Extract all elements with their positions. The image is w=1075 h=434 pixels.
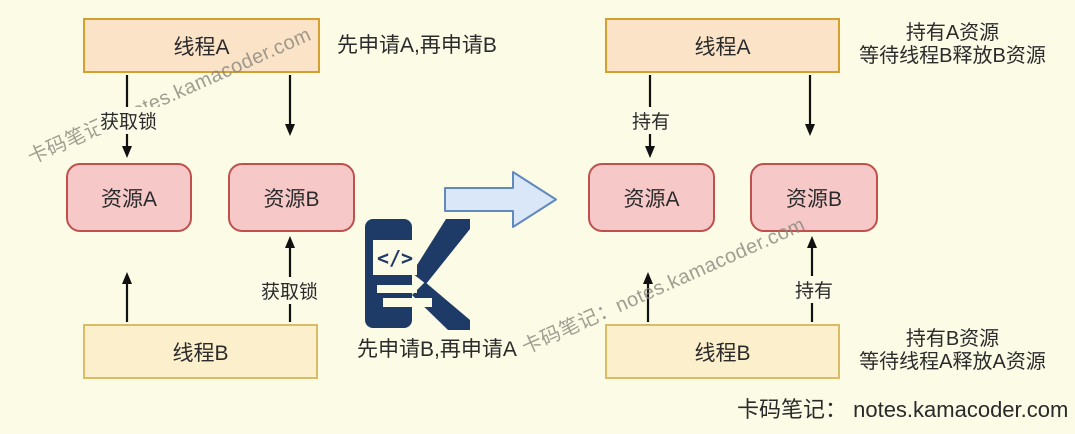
right-resource-a-box: 资源A	[588, 163, 715, 232]
right-hold-label-a: 持有	[629, 107, 674, 134]
left-thread-b-label: 线程B	[172, 341, 229, 365]
site-credit: 卡码笔记： notes.kamacoder.com	[737, 397, 1069, 422]
left-acquire-lock-label-b: 获取锁	[258, 277, 322, 304]
right-thread-a-note-line2: 等待线程B释放B资源	[859, 45, 1046, 67]
right-thread-a-label: 线程A	[694, 35, 751, 59]
left-thread-b-note: 先申请B,再申请A	[357, 338, 517, 361]
left-resource-b-box: 资源B	[228, 163, 355, 232]
left-thread-a-label: 线程A	[173, 35, 230, 59]
left-resource-b-label: 资源B	[263, 187, 320, 211]
right-resource-a-label: 资源A	[623, 187, 680, 211]
right-resource-b-box: 资源B	[750, 163, 878, 232]
right-thread-b-box: 线程B	[605, 324, 840, 379]
left-acquire-lock-label-a: 获取锁	[97, 107, 161, 134]
right-resource-b-label: 资源B	[785, 187, 842, 211]
right-thread-a-note-line1: 持有A资源	[905, 22, 1000, 44]
right-thread-b-note: 持有B资源 等待线程A释放A资源	[845, 328, 1060, 374]
right-thread-a-note: 持有A资源 等待线程B释放B资源	[845, 22, 1060, 68]
right-thread-b-note-line1: 持有B资源	[905, 328, 1000, 350]
left-resource-a-label: 资源A	[100, 187, 157, 211]
right-thread-b-note-line2: 等待线程A释放A资源	[859, 351, 1046, 373]
logo-code-glyph: </>	[377, 246, 413, 270]
left-resource-a-box: 资源A	[66, 163, 192, 232]
left-thread-a-box: 线程A	[83, 18, 320, 73]
kamacoder-logo-icon: </>	[365, 219, 470, 330]
left-thread-b-box: 线程B	[83, 324, 318, 379]
left-thread-a-note: 先申请A,再申请B	[337, 34, 497, 57]
right-hold-label-b: 持有	[792, 276, 837, 303]
right-thread-b-label: 线程B	[694, 341, 751, 365]
right-thread-a-box: 线程A	[605, 18, 840, 73]
